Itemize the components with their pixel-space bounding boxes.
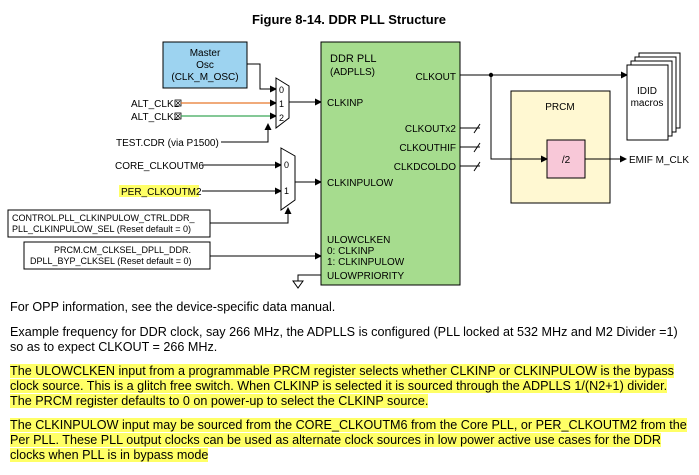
test-cdr-label: TEST.CDR (via P1500) — [116, 138, 219, 149]
clkout-to-divider-wire — [490, 75, 548, 163]
paragraph-opp-info: For OPP information, see the device-spec… — [10, 300, 336, 314]
mux1-input-0: 0 — [279, 85, 284, 95]
idid-label-2: macros — [631, 98, 664, 109]
divider-label: /2 — [562, 155, 571, 166]
pll-title-1: DDR PLL — [330, 53, 376, 65]
emif-clk-label: EMIF M_CLK — [629, 155, 689, 166]
per-clkoutm2-label: PER_CLKOUTM2 — [121, 187, 202, 198]
ground-icon — [292, 280, 304, 289]
pll-clkout-port: CLKOUT — [415, 72, 456, 83]
paragraph-example-frequency: Example frequency for DDR clock, say 266… — [10, 325, 678, 355]
control-register-line-1: CONTROL.PLL_CLKINPULOW_CTRL.DDR_ — [12, 213, 196, 223]
mux1-input-1: 1 — [279, 99, 284, 109]
pll-ulowclken-option-1: 1: CLKINPULOW — [327, 257, 405, 268]
paragraph-ulowclken: The ULOWCLKEN input from a programmable … — [10, 364, 674, 409]
clkinp-mux — [275, 77, 290, 130]
mux2-input-1: 1 — [284, 186, 289, 196]
pll-ulowpriority-port: ULOWPRIORITY — [327, 271, 405, 282]
control-register-line-2: PLL_CLKINPULOW_SEL (Reset default = 0) — [12, 224, 191, 234]
per-clkoutm2-highlight — [119, 185, 199, 197]
pll-ulowclken-option-0: 0: CLKINP — [327, 246, 375, 257]
mux2-input-0: 0 — [284, 160, 289, 170]
pll-ulowclken-port: ULOWCLKEN — [327, 235, 390, 246]
test-cdr-wire — [221, 123, 272, 143]
idid-macro-front — [626, 64, 669, 141]
clkinpulow-mux — [280, 147, 296, 211]
idid-label-1: IDID — [637, 86, 657, 97]
prcm-label: PRCM — [545, 102, 574, 113]
ddr-pll-block — [320, 41, 461, 286]
master-osc-wire — [247, 63, 277, 93]
paragraph-clkinpulow: The CLKINPULOW input may be sourced from… — [10, 418, 687, 463]
pll-clkdcoldo-port: CLKDCOLDO — [394, 162, 456, 173]
pll-clkouthif-port: CLKOUTHIF — [399, 143, 456, 154]
pll-clkoutx2-port: CLKOUTx2 — [405, 124, 457, 135]
prcm-register-box — [23, 241, 211, 270]
pll-title-2: (ADPLLS) — [330, 67, 375, 78]
prcm-register-line-2: DPLL_BYP_CLKSEL (Reset default = 0) — [30, 256, 192, 266]
master-osc-box — [162, 41, 248, 89]
pll-clkinp-port: CLKINP — [327, 98, 363, 109]
ulowpriority-wire — [297, 274, 321, 281]
alt-clk1-label: ALT_CLK1 — [131, 99, 180, 110]
prcm-register-line-1: PRCM.CM_CLKSEL_DPLL_DDR. — [54, 245, 191, 255]
figure-title: Figure 8-14. DDR PLL Structure — [252, 12, 446, 27]
core-clkoutm6-label: CORE_CLKOUTM6 — [115, 161, 204, 172]
control-register-wire — [210, 207, 292, 224]
master-osc-label-1: Master — [190, 48, 221, 59]
mux1-input-2: 2 — [279, 113, 284, 123]
master-osc-label-2: Osc — [196, 60, 214, 71]
pll-clkinpulow-port: CLKINPULOW — [327, 178, 394, 189]
control-register-box — [7, 209, 211, 238]
alt-clk2-label: ALT_CLK2 — [131, 112, 180, 123]
master-osc-label-3: (CLK_M_OSC) — [171, 72, 238, 83]
pll-structure-diagram: Figure 8-14. DDR PLL Structure Master Os… — [7, 12, 689, 289]
